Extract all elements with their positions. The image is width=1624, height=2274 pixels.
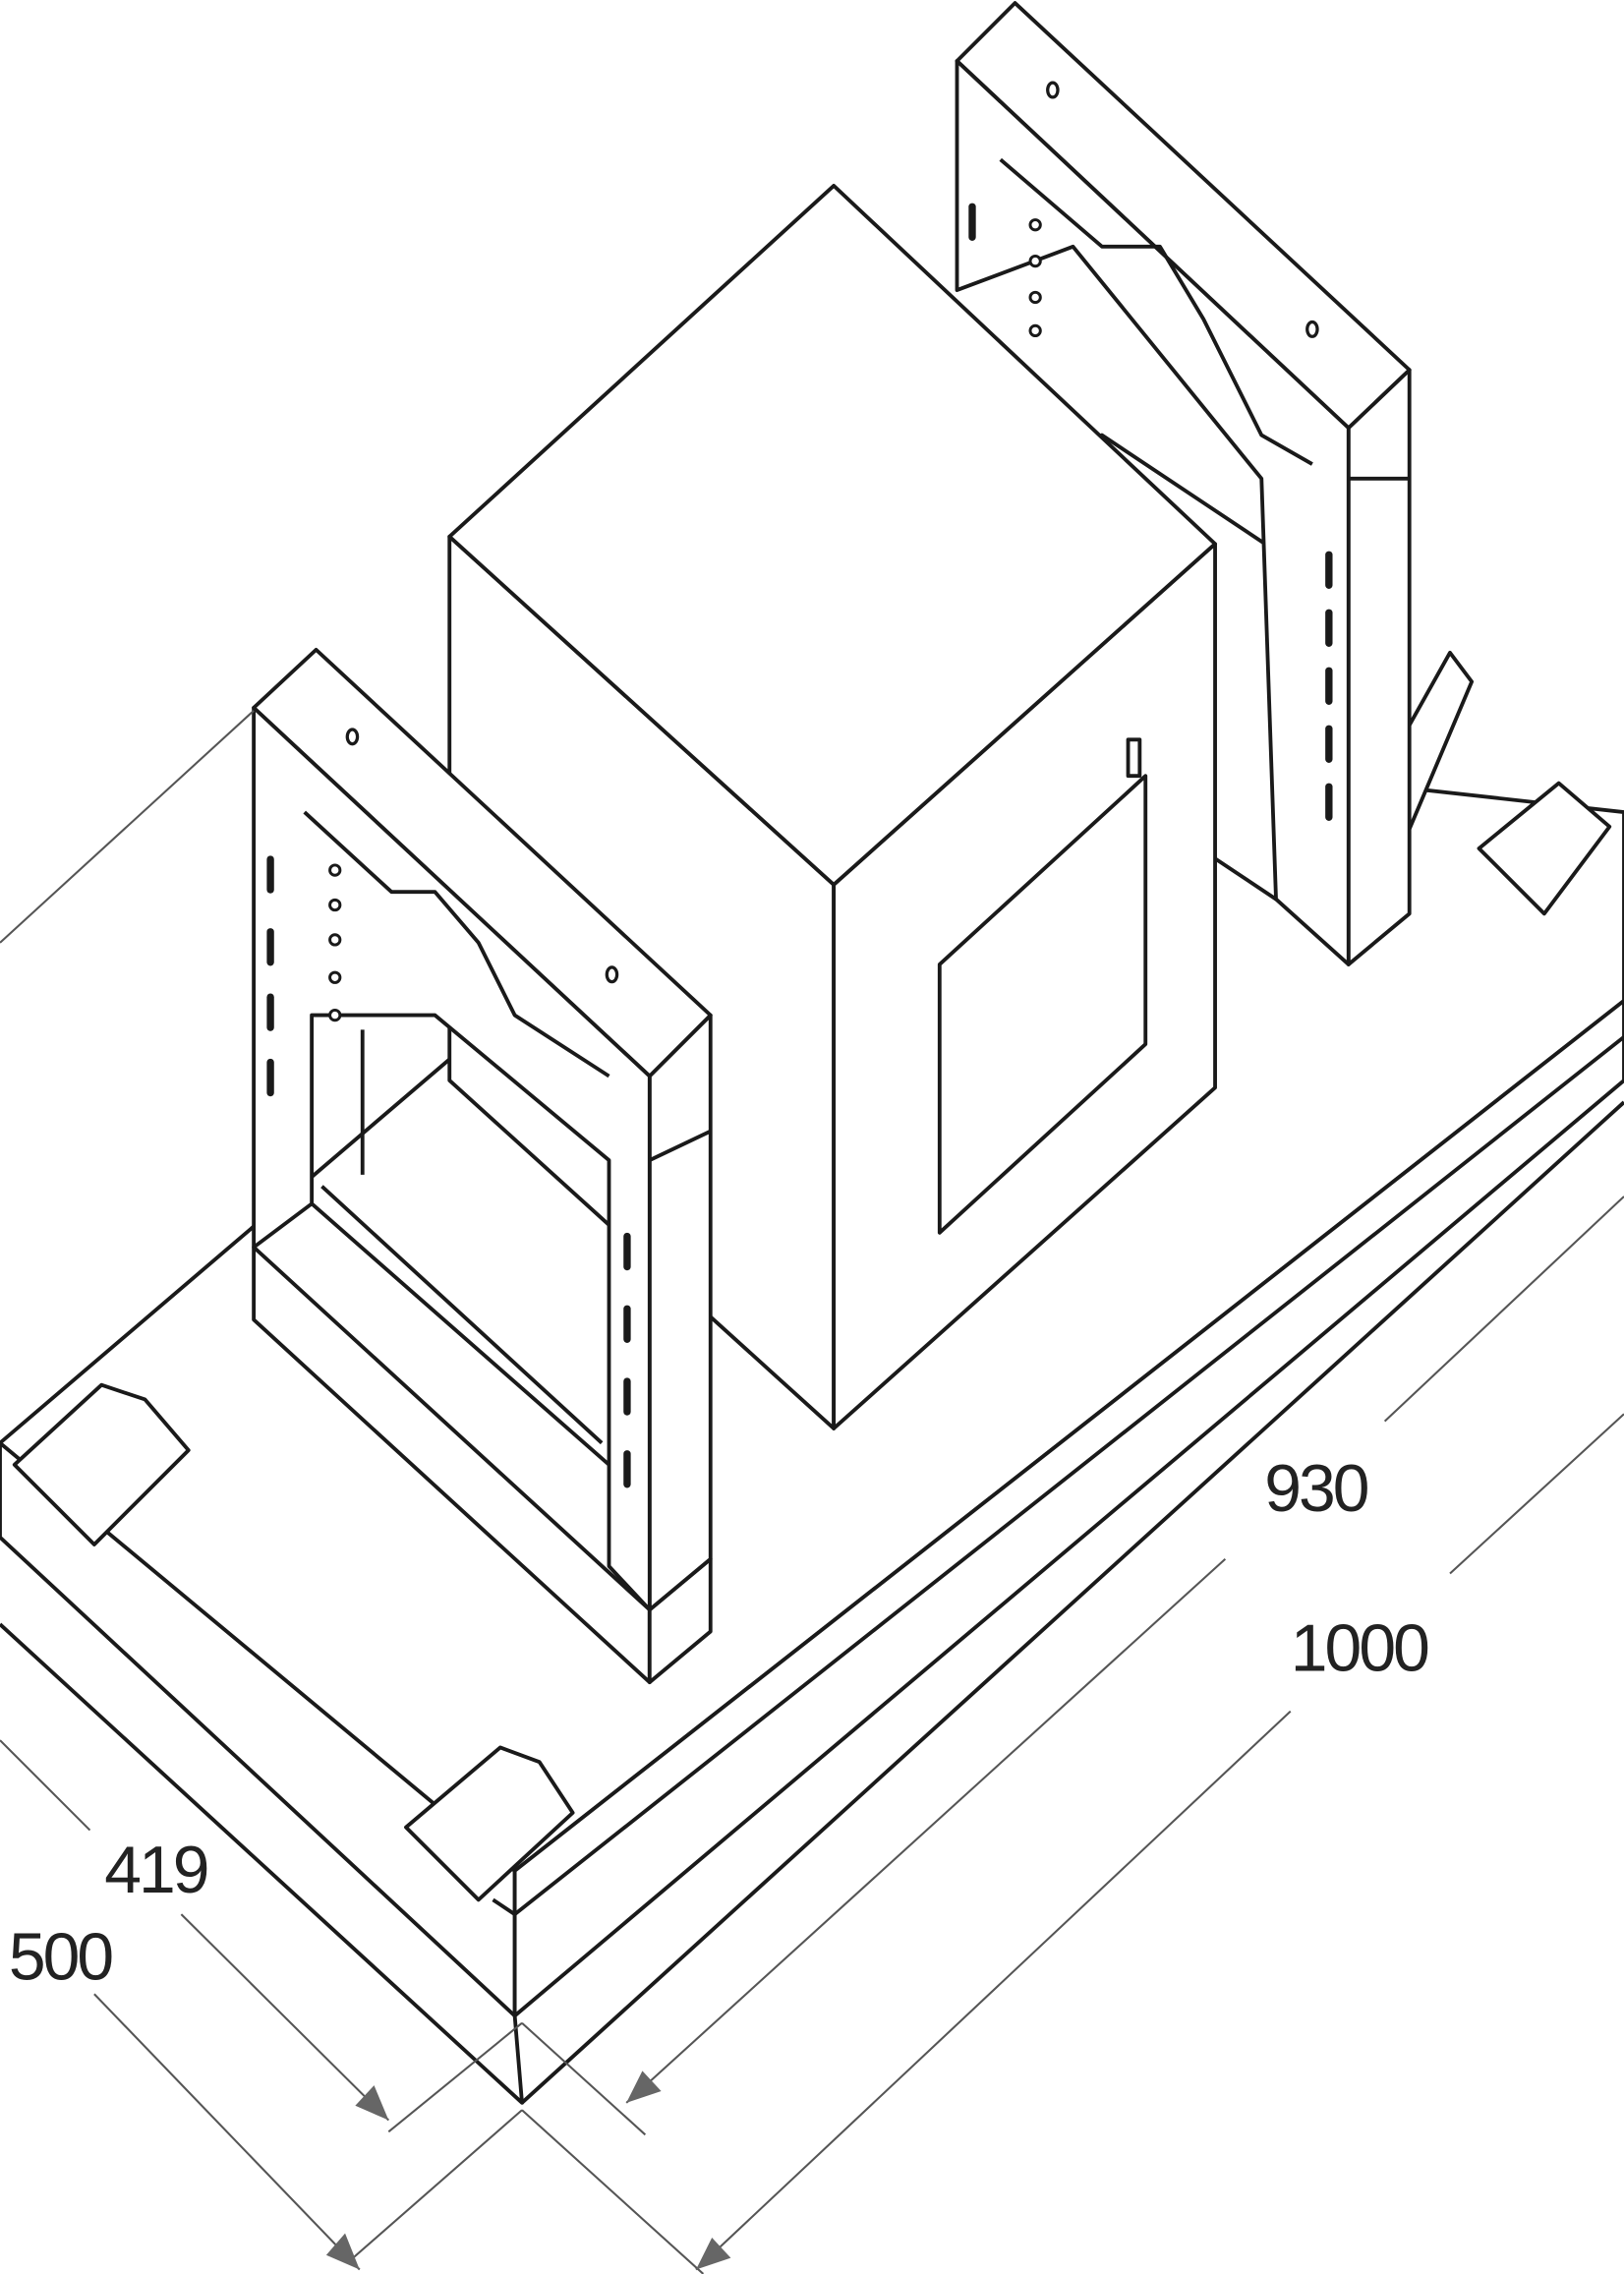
arrow-1000 <box>696 2238 731 2270</box>
dimension-500: 500 <box>9 1920 113 1994</box>
arrow-419 <box>355 2085 389 2121</box>
dimension-930: 930 <box>1264 1452 1368 1526</box>
dimension-lines <box>0 710 1624 2274</box>
dimension-1000: 1000 <box>1291 1611 1428 1685</box>
dimension-419: 419 <box>104 1834 207 1907</box>
arrow-930 <box>626 2070 662 2103</box>
arrow-500 <box>325 2233 360 2270</box>
left-frame <box>252 647 713 1685</box>
